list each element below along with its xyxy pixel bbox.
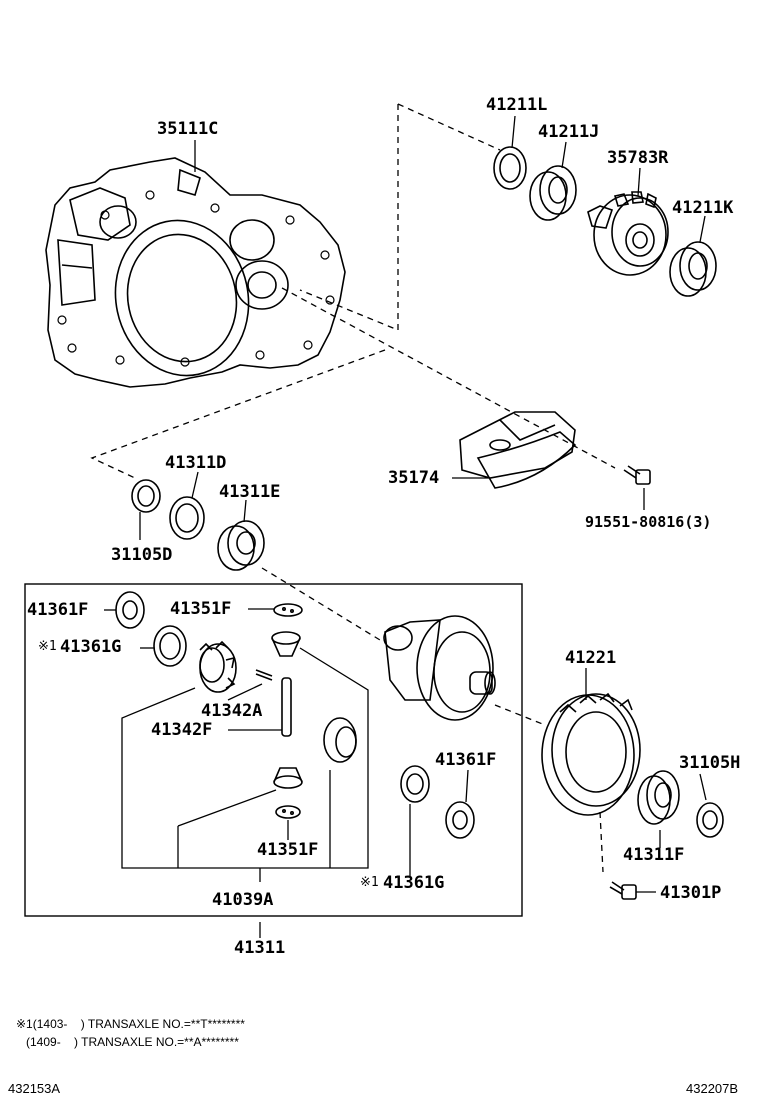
transaxle-note-2: (1409- ) TRANSAXLE NO.=**A******** [16, 1035, 239, 1049]
label-41351f-b: 41351F [257, 840, 319, 860]
pinion-gear-bottom [273, 767, 303, 789]
assembly-dashed-lines [90, 103, 616, 873]
shaft-41342f [281, 677, 292, 737]
washer-41361f-b [445, 801, 475, 839]
washer-41361g-b [400, 765, 430, 803]
label-41351f-a: 41351F [170, 599, 232, 619]
note-mark-41361g-b: ※1 [360, 875, 379, 890]
washer-41361f-a [115, 591, 145, 629]
pinion-washer-41351f-a [273, 603, 303, 617]
label-41221: 41221 [565, 648, 617, 668]
oil-seal-31105d [131, 479, 161, 513]
bearing-41211k [669, 241, 717, 297]
label-41311: 41311 [234, 938, 286, 958]
differential-case [383, 615, 496, 721]
washer-41361g-a [153, 625, 187, 667]
bearing-41311f [637, 770, 680, 825]
kit-frame-41311 [24, 583, 523, 917]
pin-41342a [255, 669, 273, 681]
transaxle-note-1: ※1(1403- ) TRANSAXLE NO.=**T******** [16, 1017, 245, 1031]
figure-code-right: 432207B [686, 1081, 739, 1096]
cover-35174 [459, 411, 577, 489]
label-41342f: 41342F [151, 720, 213, 740]
label-41342a: 41342A [201, 701, 263, 721]
label-41361g-b: 41361G [383, 873, 445, 893]
ring-gear-41221 [541, 692, 641, 816]
bolt-91551 [623, 465, 651, 485]
side-gear-right [323, 717, 357, 763]
gear-35783r [587, 191, 669, 276]
label-31105d: 31105D [111, 545, 173, 565]
label-41211j: 41211J [538, 122, 600, 142]
note-mark-41361g-a: ※1 [38, 639, 57, 654]
label-41301p: 41301P [660, 883, 722, 903]
bearing-41311e [217, 520, 265, 571]
label-41211l: 41211L [486, 95, 548, 115]
figure-code-left: 432153A [8, 1081, 61, 1096]
pinion-washer-41351f-b [275, 805, 301, 819]
bearing-41211j [529, 165, 577, 221]
label-41311f: 41311F [623, 845, 685, 865]
label-41361f-b: 41361F [435, 750, 497, 770]
label-41039a: 41039A [212, 890, 274, 910]
label-41361f-a: 41361F [27, 600, 89, 620]
label-91551: 91551-80816(3) [585, 513, 712, 531]
leader-lines [104, 115, 707, 938]
race-41211l [493, 146, 527, 190]
label-31105h: 31105H [679, 753, 741, 773]
side-gear-left [199, 640, 237, 693]
oil-seal-31105h [696, 802, 724, 838]
bolt-41301p [609, 881, 637, 900]
pinion-gear-top [271, 631, 301, 657]
label-41311e: 41311E [219, 482, 281, 502]
label-41361g-a: 41361G [60, 637, 122, 657]
label-35174: 35174 [388, 468, 440, 488]
label-41311d: 41311D [165, 453, 227, 473]
label-41211k: 41211K [672, 198, 734, 218]
transaxle-housing-35111c [45, 157, 346, 388]
shim-41311d [169, 496, 205, 540]
housing-bolt-holes [57, 190, 335, 367]
label-35111c: 35111C [157, 119, 219, 139]
label-35783r: 35783R [607, 148, 669, 168]
